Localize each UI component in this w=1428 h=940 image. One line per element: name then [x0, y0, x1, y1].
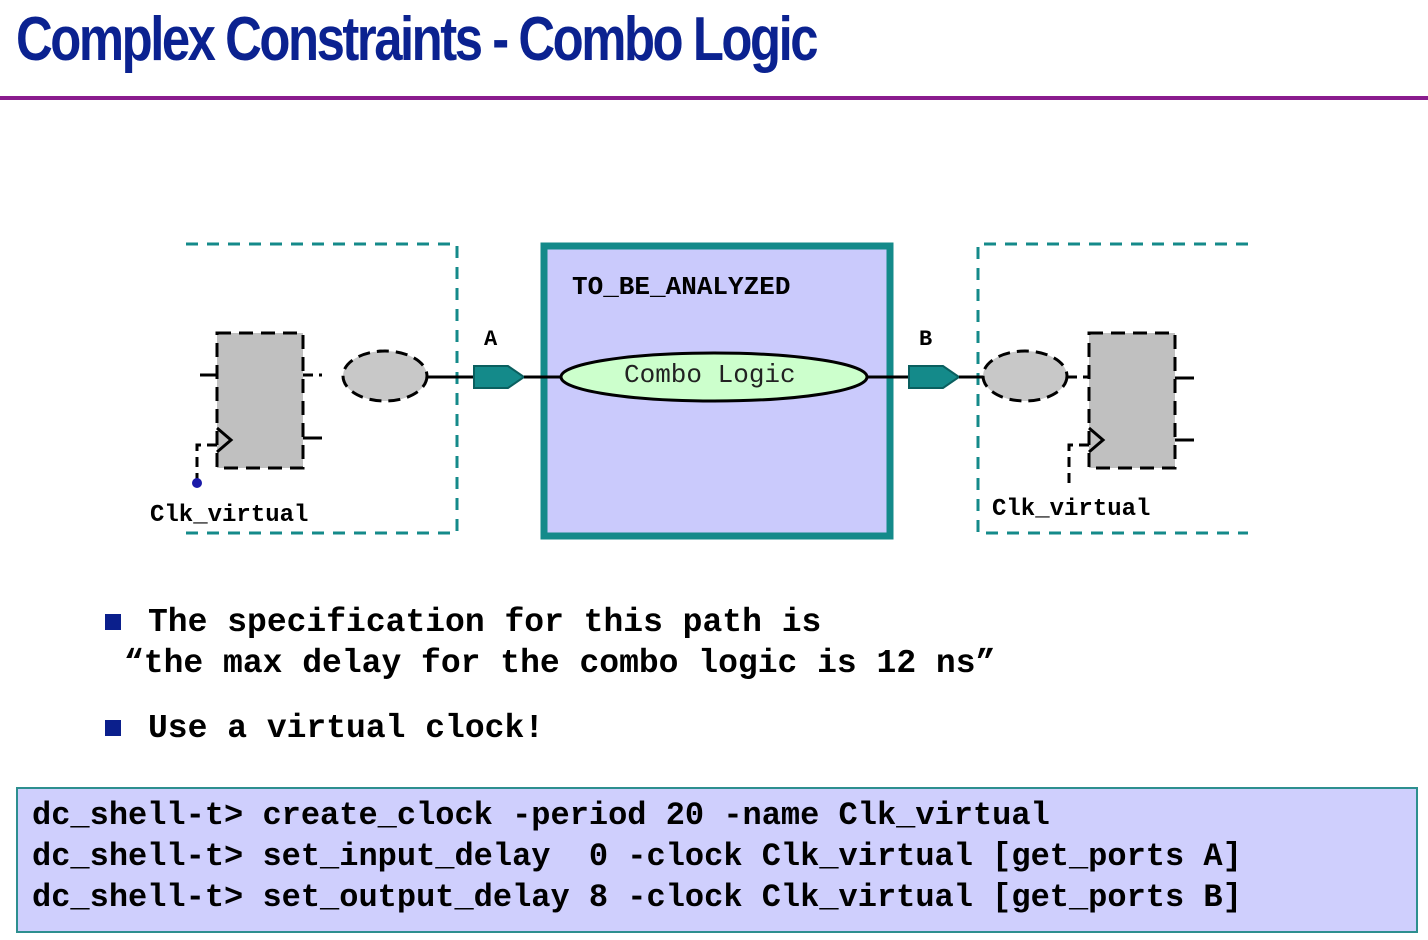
left-clock-label: Clk_virtual — [150, 502, 309, 529]
port-b-icon — [908, 365, 961, 389]
command-line: dc_shell-t> set_output_delay 8 -clock Cl… — [32, 879, 1242, 916]
slide-title: Complex Constraints - Combo Logic — [16, 5, 819, 74]
left-clock-source-dot — [192, 478, 202, 488]
combo-logic-label: Combo Logic — [624, 360, 796, 390]
left-virtual-boundary — [186, 242, 459, 535]
bullet-virtual-clock: Use a virtual clock! — [148, 710, 545, 747]
bullet-spec-line2: “the max delay for the combo logic is 12… — [124, 645, 996, 682]
block-name-label: TO_BE_ANALYZED — [572, 272, 791, 302]
bullet-marker — [105, 720, 121, 736]
timing-diagram — [186, 242, 1248, 540]
right-flip-flop — [1087, 331, 1177, 470]
title-divider — [0, 96, 1428, 100]
bullet-spec-line1: The specification for this path is — [148, 604, 822, 641]
command-box: dc_shell-t> create_clock -period 20 -nam… — [16, 787, 1418, 933]
left-flip-flop — [215, 331, 305, 470]
left-ff-clock-notch — [216, 426, 234, 454]
right-ff-clock-notch — [1088, 426, 1106, 454]
right-external-logic — [981, 349, 1069, 403]
right-clock-label: Clk_virtual — [992, 496, 1151, 523]
right-clock-wire — [1067, 443, 1089, 485]
right-virtual-boundary — [976, 242, 1248, 535]
port-a-label: A — [484, 327, 498, 352]
left-clock-wire — [195, 443, 217, 483]
bullet-marker — [105, 614, 121, 630]
port-b-label: B — [919, 327, 933, 352]
command-line: dc_shell-t> create_clock -period 20 -nam… — [32, 797, 1050, 834]
command-line: dc_shell-t> set_input_delay 0 -clock Clk… — [32, 838, 1242, 875]
left-external-logic — [341, 349, 429, 403]
port-a-icon — [473, 365, 526, 389]
